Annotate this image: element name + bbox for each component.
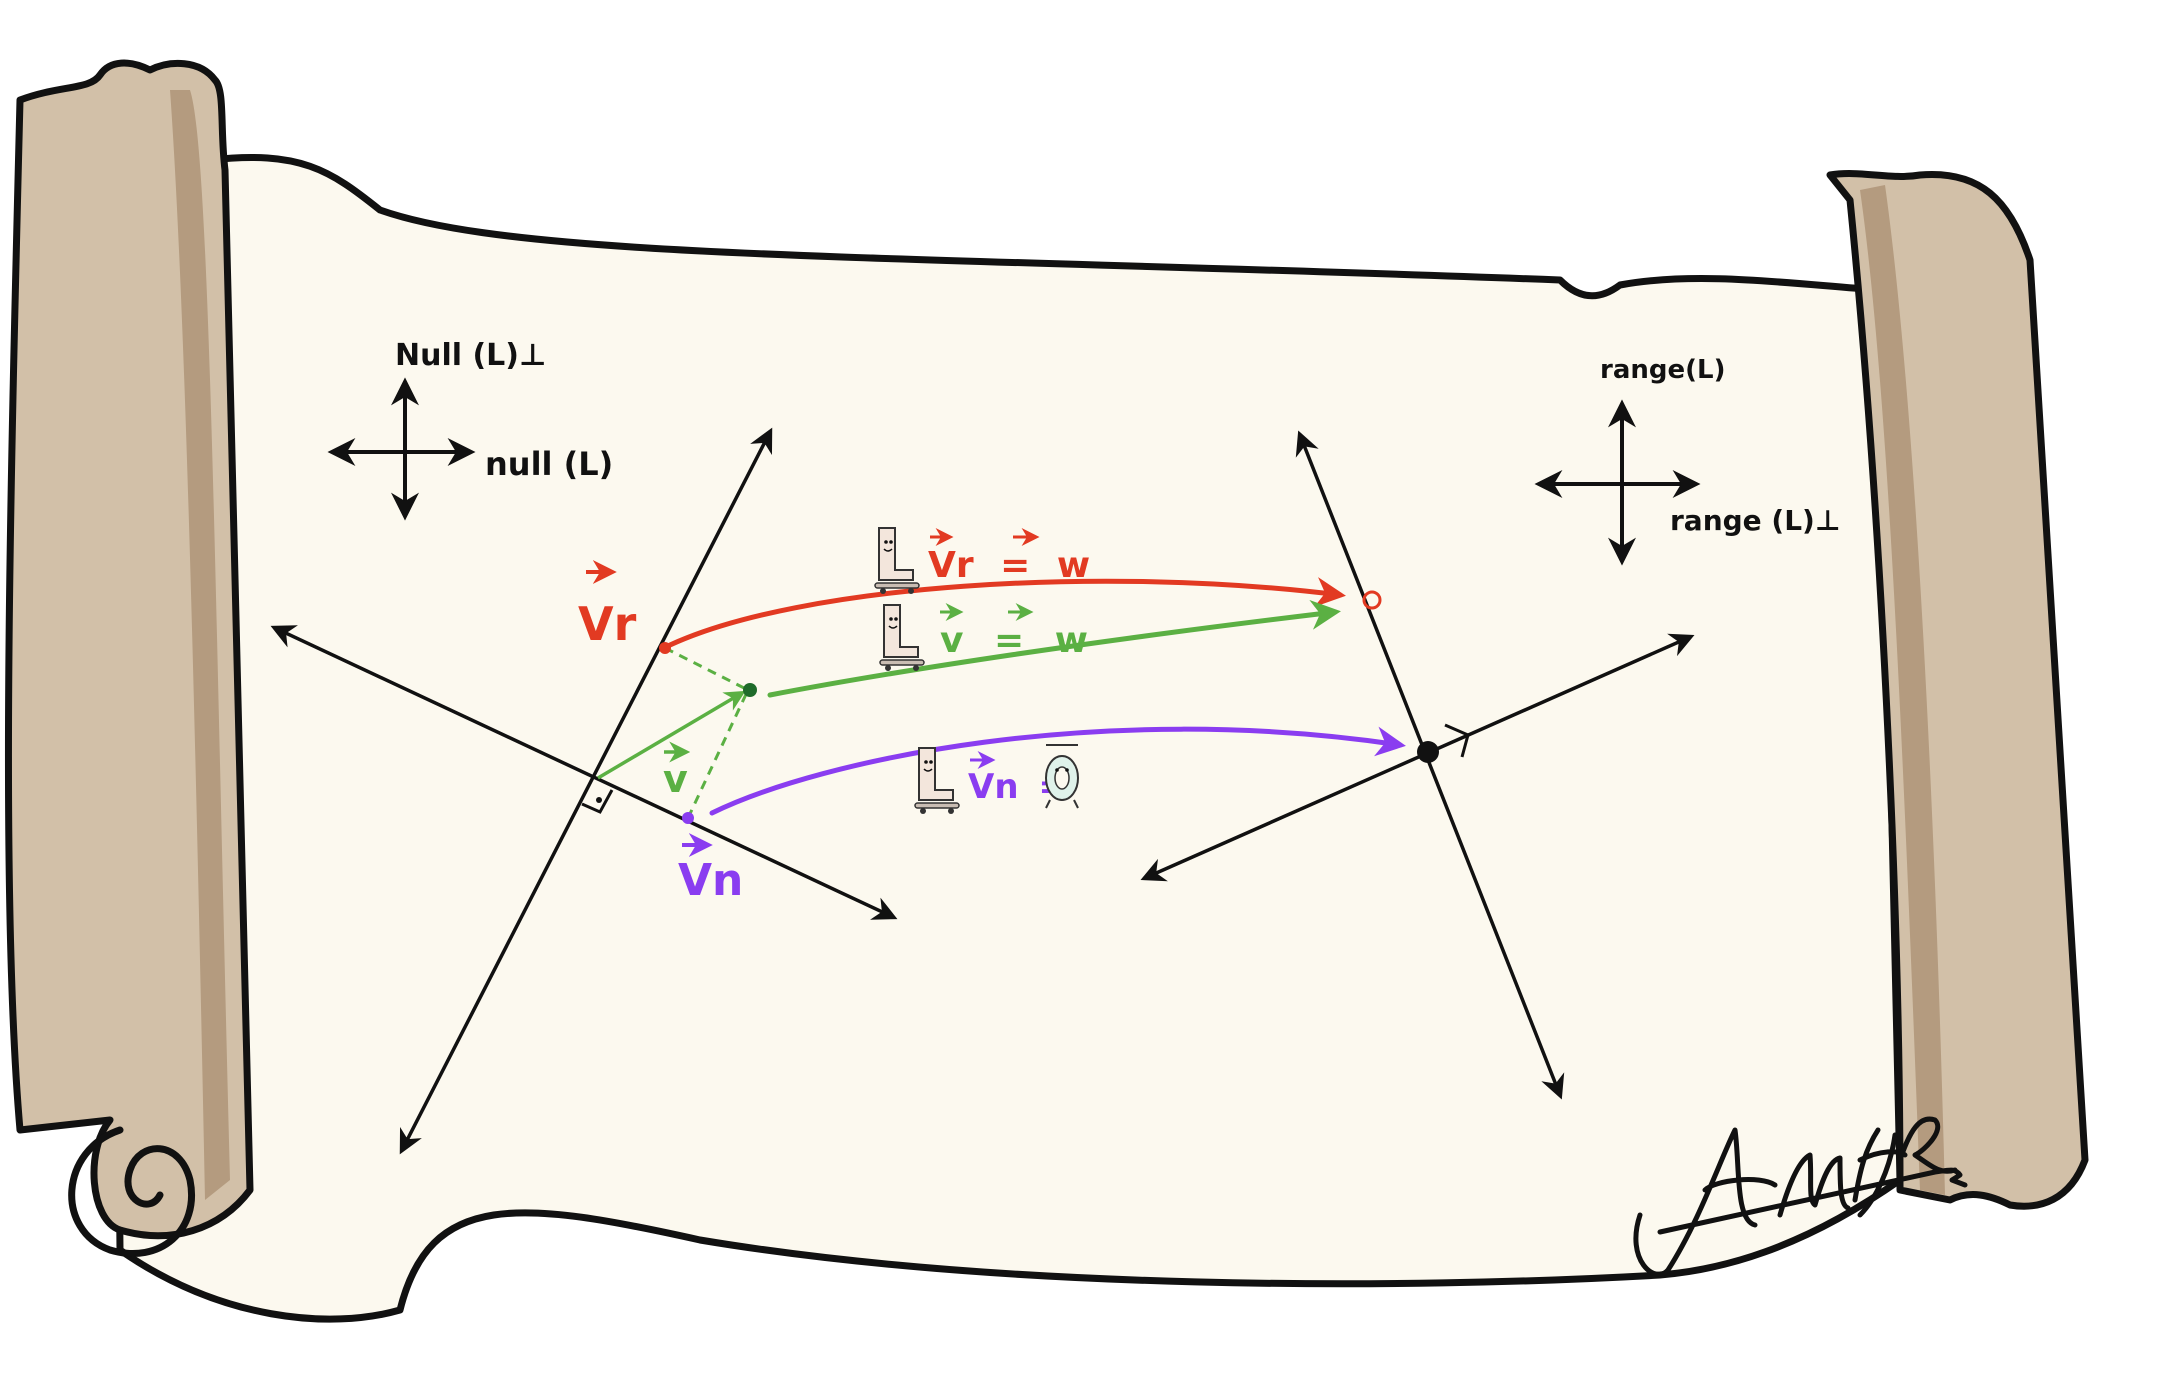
codomain-axes bbox=[1140, 430, 1695, 1100]
scroll-right-roll-shade bbox=[1860, 185, 1945, 1195]
range-perp-label: range (L)⊥ bbox=[1670, 504, 1840, 537]
null-label: null (L) bbox=[485, 445, 613, 483]
v-label: v bbox=[663, 757, 688, 801]
mapping-red-rhs: w bbox=[1057, 545, 1090, 586]
label-vr: Vr bbox=[578, 560, 637, 651]
map-arrow-green bbox=[767, 599, 1341, 698]
mapping-green-lhs: v bbox=[940, 620, 963, 661]
zero-vector-icon bbox=[1045, 744, 1079, 809]
point-w-red bbox=[1362, 590, 1382, 610]
null-perp-label: Null (L)⊥ bbox=[395, 338, 546, 373]
skateboard-L-icon bbox=[914, 747, 960, 814]
mapping-green-eq: = bbox=[994, 620, 1024, 661]
signature bbox=[1633, 1116, 1968, 1277]
vr-label: Vr bbox=[578, 597, 637, 651]
mapping-red-eq: = bbox=[1000, 545, 1030, 586]
mapping-eq-green: v = w bbox=[940, 603, 1088, 661]
vn-label: Vn bbox=[678, 855, 743, 906]
origin-dot-codomain bbox=[1417, 741, 1439, 763]
map-arrow-purple bbox=[709, 726, 1406, 816]
svg-text:v = w: v = w bbox=[940, 620, 1088, 661]
range-label: range(L) bbox=[1600, 355, 1725, 385]
mapping-arrows bbox=[667, 577, 1406, 816]
right-angle-dot bbox=[596, 797, 602, 803]
map-arrow-red bbox=[667, 577, 1346, 648]
mapping-green-rhs: w bbox=[1055, 620, 1088, 661]
scroll bbox=[4, 59, 2089, 1323]
left-axis-cross bbox=[327, 377, 476, 521]
domain-axes bbox=[270, 427, 898, 1155]
vector-v bbox=[597, 690, 746, 780]
projection-dash-vn bbox=[686, 689, 750, 819]
right-axis-cross bbox=[1534, 399, 1701, 566]
right-angle-mark-right bbox=[1444, 723, 1470, 758]
skateboard-L-icon bbox=[874, 527, 920, 594]
label-v: v bbox=[663, 741, 691, 801]
scroll-left-roll-shade bbox=[170, 90, 230, 1200]
skateboard-L-icon bbox=[879, 604, 925, 671]
svg-text:Vr = w: Vr = w bbox=[928, 545, 1090, 586]
mapping-red-lhs: Vr bbox=[928, 545, 974, 586]
codomain-line-b bbox=[1140, 633, 1695, 882]
right-angle-mark-left bbox=[581, 789, 614, 814]
domain-vectors bbox=[597, 642, 757, 824]
label-vn: Vn bbox=[678, 833, 743, 906]
scroll-left-curl bbox=[68, 1126, 195, 1257]
point-vn bbox=[682, 812, 694, 824]
domain-line-b bbox=[270, 625, 898, 920]
point-v bbox=[743, 683, 757, 697]
mapping-eq-red: Vr = w bbox=[928, 528, 1090, 586]
mapping-purple-lhs: Vn bbox=[968, 767, 1019, 807]
